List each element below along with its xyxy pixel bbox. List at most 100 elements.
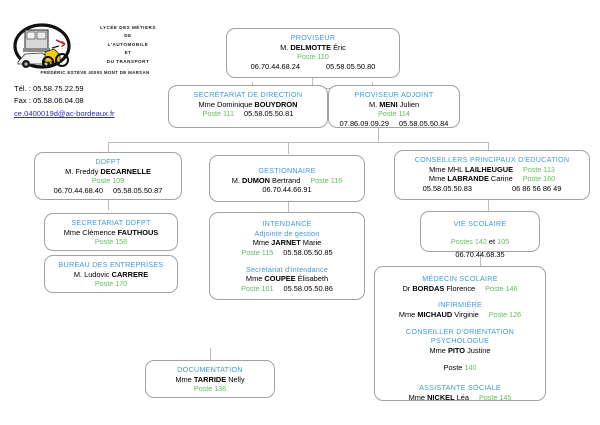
box-intendance[interactable]: INTENDANCE Adjointe de gestion Mme JARNE… [209,212,365,300]
cpe-phone-mobile: 06 86 56 86 49 [512,184,562,194]
box-bureau-entreprises[interactable]: BUREAU DES ENTREPRISES M. Ludovic CARRER… [44,255,178,293]
contact-email-link[interactable]: ce.0400019d@ac-bordeaux.fr [14,108,115,118]
intendance-secretariat-person: Mme COUPEE Élisabeth [245,274,329,284]
intendance-contact: Poste 115 05.58.05.50.85 [216,248,358,258]
conseiller-orientation-title-line1: CONSEILLER D'ORIENTATION [405,326,515,336]
connector-ddfpt-down [108,200,109,210]
cpe-poste-2: Poste 160 [522,174,556,184]
medecin-scolaire-row: Dr BORDAS Florence Poste 146 [381,284,539,294]
vie-scolaire-poste-a: Postes 142 [450,236,487,246]
cpe-phones: 05.58.05.50.83 06 86 56 86 49 [401,184,583,194]
intendance-title: INTENDANCE [262,219,312,228]
vie-scolaire-poste-join: et [486,236,498,246]
secretariat-direction-phone: 05.58.05.50.81 [243,109,294,119]
connector-viescolaire-down [480,252,481,266]
infirmiere-row: Mme MICHAUD Virginie Poste 126 [381,310,539,320]
school-name-line-4: ET [124,50,132,56]
contact-tel: Tél. : 05.58.75.22.59 [14,84,84,93]
secretariat-direction-person: Mme Dominique BOUYDRON [198,99,298,109]
secretariat-direction-contact: Poste 111 05.58.05.50.81 [175,109,321,119]
medecin-scolaire-title: MÉDECIN SCOLAIRE [422,274,498,283]
infirmiere-title: INFIRMIÈRE [437,300,483,310]
box-secretariat-direction[interactable]: SECRÉTARIAT DE DIRECTION Mme Dominique B… [168,85,328,128]
box-documentation[interactable]: DOCUMENTATION Mme TARRIDE Nelly Poste 13… [145,360,275,398]
cpe-title: CONSEILLERS PRINCIPAUX D'EDUCATION [414,155,570,164]
contact-fax: Fax : 05.58.06.04.08 [14,96,84,106]
ddfpt-phone-fixed: 05.58.05.50.87 [113,185,163,195]
intendance-secretariat-contact: Poste 101 05.58.05.50.86 [216,284,358,294]
medecin-scolaire-person: Dr BORDAS Florence [402,283,476,293]
school-name: LYCÉE DES MÉTIERS DE L'AUTOMOBILE ET DU … [76,24,180,66]
intendance-subtitle: Adjointe de gestion [254,228,320,238]
school-logo-icon [13,23,71,69]
conseiller-orientation-poste-label: Poste [443,363,465,373]
intendance-poste: Poste 115 [241,247,274,257]
ddfpt-phone-mobile: 06.70.44.68.40 [53,185,103,195]
assistante-sociale-row: Mme NICKEL Léa Poste 145 [381,393,539,403]
ddfpt-phones: 06.70.44.68.40 05.58.05.50.87 [41,186,175,196]
documentation-poste: Poste 136 [193,384,227,394]
conseiller-orientation-poste-number: 140 [464,363,477,373]
cpe-person-2-row: Mme LABRANDE Carine Poste 160 [401,174,583,184]
box-secretariat-ddfpt[interactable]: SECRETARIAT DDFPT Mme Clémence FAUTHOUS … [44,213,178,251]
vie-scolaire-title: VIE SCOLAIRE [453,219,507,228]
cpe-person-1-row: Mme MHL LAILHEUGUE Poste 113 [401,165,583,175]
assistante-sociale-poste: Poste 145 [479,392,512,402]
box-medical-social[interactable]: MÉDECIN SCOLAIRE Dr BORDAS Florence Post… [374,266,546,403]
box-gestionnaire[interactable]: GESTIONNAIRE M. DUMON Bertrand Poste 116… [209,155,365,202]
connector-to-gestionnaire [288,142,289,154]
gestionnaire-person-row: M. DUMON Bertrand Poste 116 [216,176,358,186]
connector-tier3-horizontal [108,142,488,143]
proviseur-phones: 06.70.44.68.24 05.58.05.50.80 [233,62,393,72]
vie-scolaire-poste-b: 105 [497,236,510,246]
conseiller-orientation-title-line2: PSYCHOLOGUE [430,336,490,346]
school-name-line-5: DU TRANSPORT [106,58,150,64]
proviseur-phone-mobile: 06.70.44.68.24 [250,61,300,71]
gestionnaire-poste: Poste 116 [310,175,343,185]
gestionnaire-person: M. DUMON Bertrand [231,175,301,185]
intendance-secretariat-title: Secrétariat d'intendance [245,264,329,274]
proviseur-adjoint-person: M. MENI Julien [368,99,420,109]
connector-to-cpe [488,142,489,150]
logo-footer-address: FRÉDÉRIC ESTÈVE 40000 MONT DE MARSAN [40,70,150,75]
connector-adjoint-down [378,128,379,142]
assistante-sociale-title: ASSISTANTE SOCIALE [419,383,501,393]
bureau-entreprises-title: BUREAU DES ENTREPRISES [58,260,164,269]
vie-scolaire-postes: Postes 142 et 105 [427,229,533,250]
proviseur-title: PROVISEUR [290,33,336,42]
bureau-entreprises-person: M. Ludovic CARRERE [73,269,149,279]
ddfpt-title: DDFPT [95,157,121,166]
box-proviseur-adjoint[interactable]: PROVISEUR ADJOINT M. MENI Julien Poste 1… [328,85,460,128]
medecin-scolaire-poste: Poste 146 [485,283,518,293]
intendance-person: Mme JARNET Marie [252,238,322,247]
gestionnaire-phone: 06.70.44.66.91 [262,185,312,195]
connector-to-ddfpt [108,142,109,152]
box-vie-scolaire[interactable]: VIE SCOLAIRE Postes 142 et 105 06.70.44.… [420,211,540,259]
infirmiere-poste: Poste 126 [488,309,522,319]
cpe-person-1: Mme MHL LAILHEUGUE [429,164,514,174]
school-name-line-2: DE [124,33,132,39]
contact-block: Tél. : 05.58.75.22.59 Fax : 05.58.06.04.… [14,83,115,120]
school-name-line-3: L'AUTOMOBILE [107,41,149,47]
intendance-phone: 05.58.05.50.85 [283,247,333,257]
connector-cpe-down [488,200,489,212]
proviseur-adjoint-phone-fixed: 05.58.05.50.84 [399,118,449,128]
cpe-poste-1: Poste 113 [523,164,555,174]
box-proviseur[interactable]: PROVISEUR M. DELMOTTE Éric Poste 110 06.… [226,28,400,78]
proviseur-adjoint-phones: 07.86.09.09.29 05.58.05.50.84 [335,119,453,129]
bureau-entreprises-poste: Poste 170 [94,279,128,289]
proviseur-adjoint-title: PROVISEUR ADJOINT [354,90,434,99]
secretariat-direction-poste: Poste 111 [202,109,234,119]
box-ddfpt[interactable]: DDFPT M. Freddy DECARNELLE Poste 109 06.… [34,152,182,200]
connector-gestionnaire-down [288,202,289,212]
school-header: LYCÉE DES MÉTIERS DE L'AUTOMOBILE ET DU … [6,20,186,130]
proviseur-person: M. DELMOTTE Éric [280,42,346,52]
ddfpt-poste: Poste 109 [91,176,125,186]
assistante-sociale-person: Mme NICKEL Léa [408,392,469,402]
documentation-title: DOCUMENTATION [177,365,243,374]
cpe-phone-fixed: 05.58.05.50.83 [422,184,472,194]
secretariat-ddfpt-poste: Poste 156 [94,237,128,247]
secretariat-ddfpt-title: SECRETARIAT DDFPT [71,218,151,227]
documentation-person: Mme TARRIDE Nelly [175,374,245,384]
box-cpe[interactable]: CONSEILLERS PRINCIPAUX D'EDUCATION Mme M… [394,150,590,200]
